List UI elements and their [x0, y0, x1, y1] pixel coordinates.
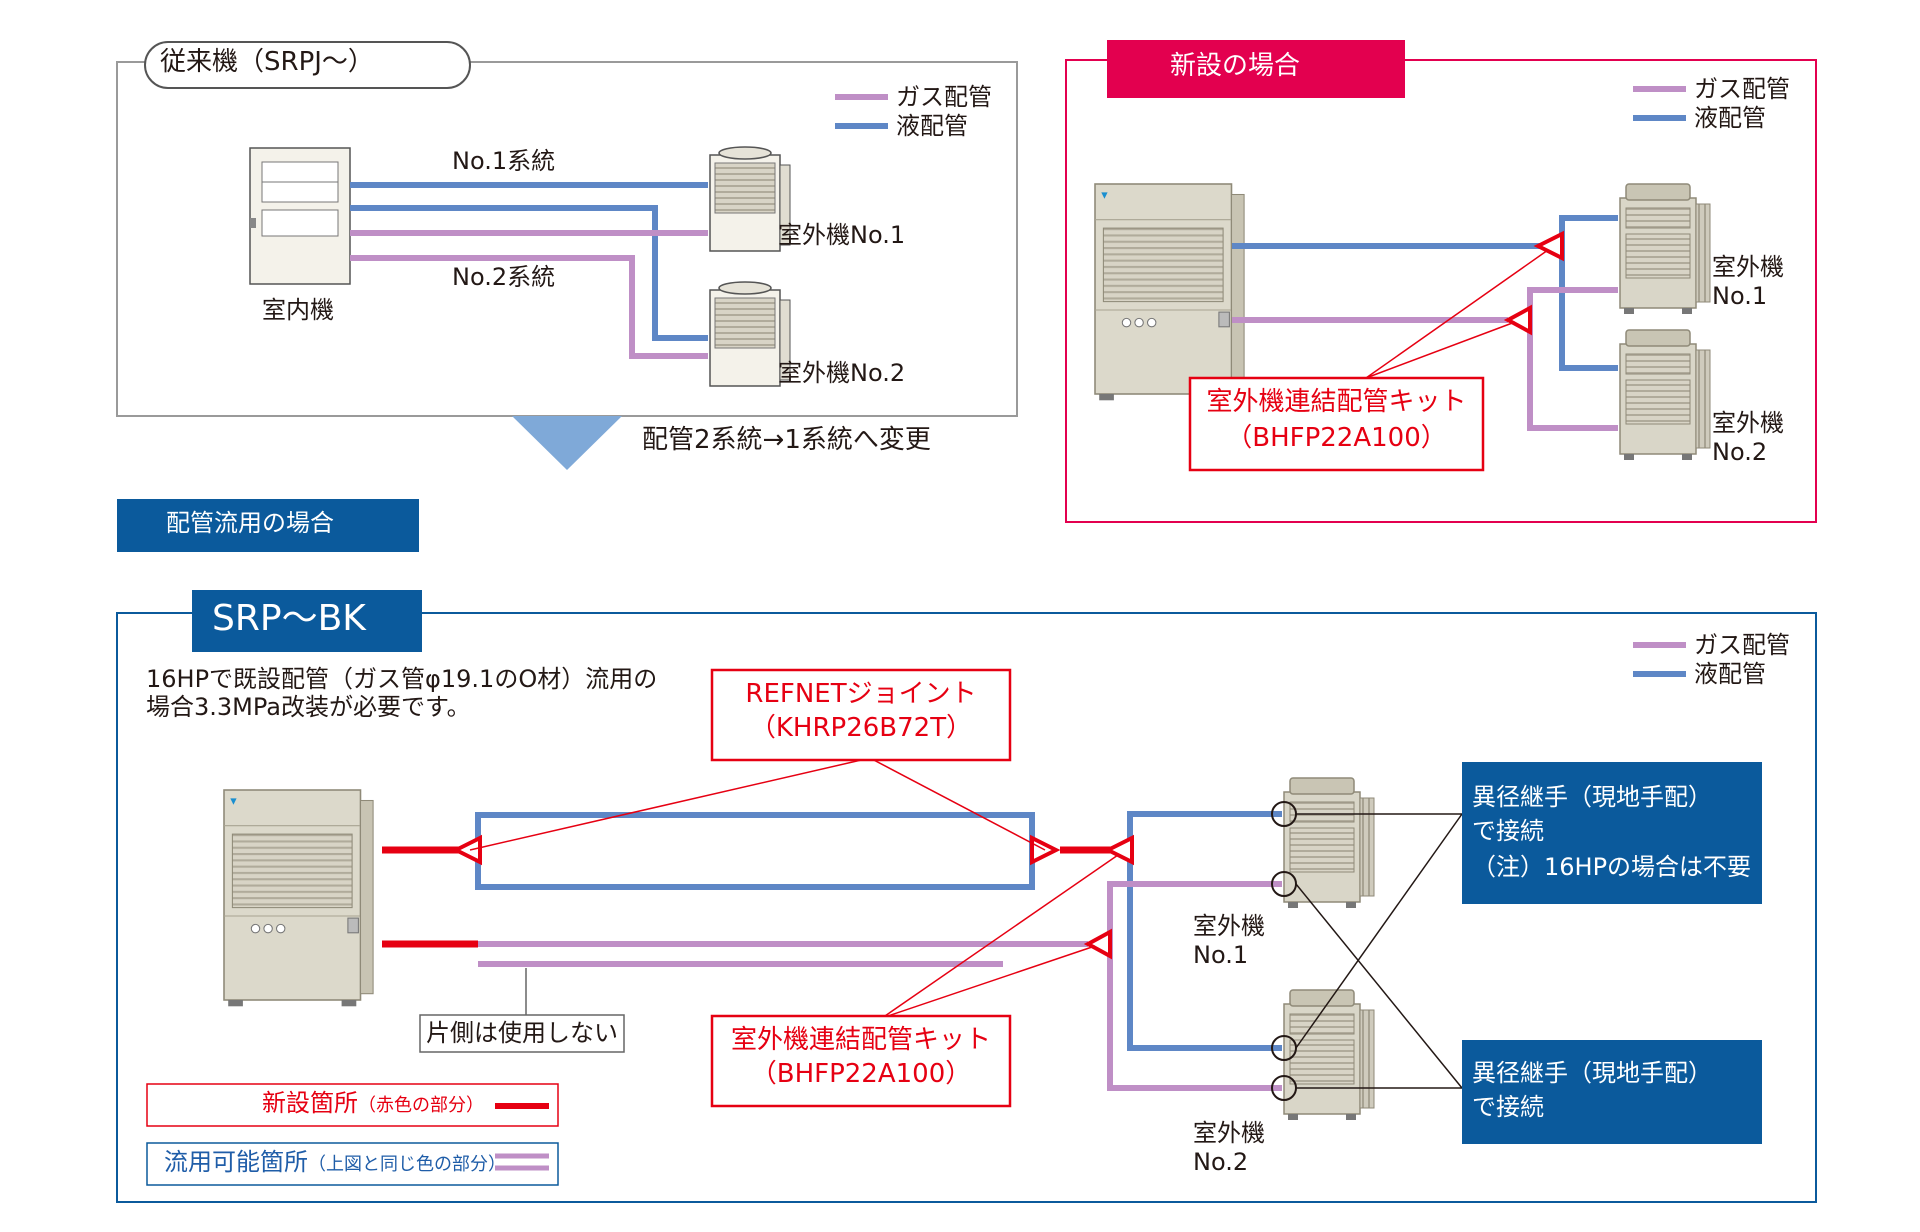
new-outdoor1-label-line2: No.1 [1712, 282, 1768, 310]
srp-kit-label-line1: 室外機連結配管キット [730, 1025, 991, 1055]
new-panel-title-band [1107, 40, 1405, 98]
old-panel-title-pill [144, 41, 471, 89]
new-kit-label-line1: 室外機連結配管キット [1206, 387, 1467, 417]
fitting1-line3: （注）16HPの場合は不要 [1472, 853, 1752, 881]
old-line2-liquid [350, 205, 708, 341]
one-side-unused-label: 片側は使用しない [426, 1019, 618, 1047]
new-legend-liquid: 液配管 [1694, 104, 1766, 132]
old-panel-title: 従来機（SRPJ〜） [160, 47, 374, 77]
fitting-box-1 [1462, 762, 1762, 904]
refnet-label-line1: REFNETジョイント [745, 679, 977, 709]
srp-note-line2: 場合3.3MPa改装が必要です。 [146, 693, 471, 721]
srp-kit-label-box [710, 1014, 1012, 1108]
srp-outdoor1-label-line2: No.1 [1193, 941, 1249, 969]
fitting1-line1: 異径継手（現地手配） [1472, 783, 1712, 811]
refnet-label-line2: （KHRP26B72T） [749, 713, 973, 743]
new-liquid-kit-joint [1533, 230, 1564, 262]
legend-new-box [146, 1083, 559, 1127]
new-panel-frame [1065, 59, 1817, 523]
new-indoor-unit [1094, 183, 1245, 402]
srp-outdoor1-label-line1: 室外機 [1193, 912, 1265, 940]
srp-gas-kit-joint [1083, 928, 1112, 960]
old-legend-gas: ガス配管 [896, 83, 992, 111]
new-kit-label-line2: （BHFP22A100） [1226, 423, 1447, 453]
new-outdoor2-label-line2: No.2 [1712, 438, 1768, 466]
new-outdoor-unit-2 [1619, 329, 1711, 461]
srp-outdoor-unit-2 [1283, 989, 1375, 1121]
old-outdoor2-label: 室外機No.2 [778, 359, 906, 387]
srp-outdoor-unit-1 [1283, 777, 1375, 909]
legend-reuse-main: 流用可能箇所 [164, 1148, 308, 1176]
legend-new-main: 新設箇所 [262, 1089, 358, 1117]
refnet-joint-left [451, 834, 482, 866]
legend-reuse-box [146, 1142, 559, 1186]
fitting2-line2: で接続 [1472, 1093, 1544, 1121]
old-line2-gas [350, 255, 708, 359]
new-outdoor2-label-line1: 室外機 [1712, 409, 1784, 437]
fitting-box-2 [1462, 1040, 1762, 1144]
reuse-badge-label: 配管流用の場合 [166, 509, 334, 537]
new-kit-label-box [1188, 376, 1485, 472]
srp-legend-liquid: 液配管 [1694, 660, 1766, 688]
transition-arrow [512, 416, 622, 470]
legend-reuse-sub: （上図と同じ色の部分） [308, 1154, 506, 1175]
srp-legend-gas: ガス配管 [1694, 631, 1790, 659]
srp-panel-title: SRP〜BK [212, 598, 366, 639]
srp-note-line1: 16HPで既設配管（ガス管φ19.1のO材）流用の [146, 665, 658, 693]
new-gas-kit-joint [1503, 304, 1532, 336]
new-panel-title: 新設の場合 [1170, 51, 1301, 81]
old-outdoor1-label: 室外機No.1 [778, 221, 906, 249]
srp-indoor-unit [223, 789, 374, 1008]
old-legend-liquid: 液配管 [896, 112, 968, 140]
new-outdoor1-label-line1: 室外機 [1712, 253, 1784, 281]
new-legend-gas: ガス配管 [1694, 75, 1790, 103]
transition-note: 配管2系統→1系統へ変更 [642, 425, 931, 455]
reuse-badge [117, 499, 419, 552]
old-indoor-label: 室内機 [262, 296, 334, 324]
fitting2-line1: 異径継手（現地手配） [1472, 1059, 1712, 1087]
srp-panel-frame [116, 612, 1817, 1203]
srp-outdoor2-label-line1: 室外機 [1193, 1119, 1265, 1147]
old-line2-label: No.2系統 [452, 263, 556, 291]
refnet-label-box [710, 668, 1012, 762]
fitting1-line2: で接続 [1472, 817, 1544, 845]
srp-kit-label-line2: （BHFP22A100） [750, 1059, 972, 1089]
old-line1-label: No.1系統 [452, 147, 556, 175]
legend-new-label: 新設箇所（赤色の部分） [262, 1089, 484, 1118]
indoor-unit-old [249, 147, 351, 285]
new-outdoor-unit-1 [1619, 183, 1711, 315]
legend-new-sub: （赤色の部分） [358, 1095, 484, 1116]
srp-liquid-kit-joint [1103, 834, 1134, 866]
one-side-unused-box [419, 1014, 625, 1053]
srp-panel-title-band [192, 590, 422, 652]
legend-reuse-label: 流用可能箇所（上図と同じ色の部分） [164, 1148, 506, 1177]
srp-outdoor2-label-line2: No.2 [1193, 1148, 1249, 1176]
